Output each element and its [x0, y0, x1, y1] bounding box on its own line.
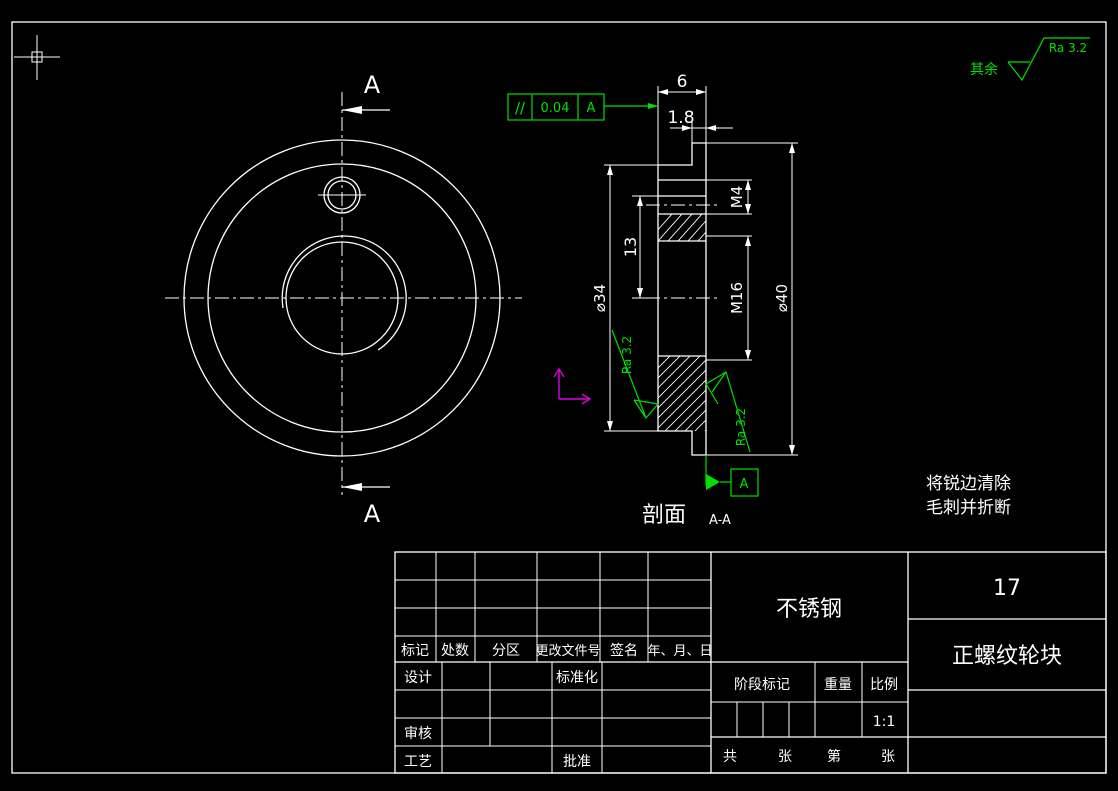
rev-header-zone: 分区: [492, 643, 520, 659]
dim-m4-label: M4: [728, 186, 746, 209]
scale-label: 比例: [870, 677, 898, 693]
rev-header-date: 年、月、日: [647, 644, 712, 659]
stage-mark-label: 阶段标记: [734, 677, 790, 693]
design-label: 设计: [404, 670, 432, 686]
material-label: 不锈钢: [776, 597, 842, 622]
section-mark-top: A: [364, 71, 381, 99]
dim-m16-label: M16: [728, 282, 746, 314]
scale-value: 1:1: [873, 714, 896, 730]
rev-header-mark: 标记: [401, 643, 429, 659]
section-mark-bottom: A: [364, 500, 381, 528]
dim-width-label: 6: [677, 72, 688, 92]
tolerance-frame[interactable]: // 0.04 A: [507, 93, 658, 121]
front-view: [165, 92, 522, 495]
ucs-icon: [553, 367, 592, 405]
section-arrow-bottom: A: [342, 483, 390, 528]
rev-header-doc: 更改文件号: [535, 644, 600, 659]
weight-label: 重量: [824, 677, 852, 693]
dimension-lines: [604, 86, 798, 456]
dim-dia34-label: ⌀34: [591, 284, 609, 312]
roughness-rest-prefix: 其余: [970, 61, 998, 78]
standardize-label: 标准化: [556, 670, 598, 686]
roughness-rest-symbol: 其余 Ra 3.2: [970, 37, 1090, 82]
dim-step-label: 1.8: [667, 108, 694, 128]
drawing-number: 17: [993, 576, 1021, 601]
sheet-unit-label-1: 张: [778, 749, 792, 765]
review-label: 审核: [404, 726, 432, 742]
roughness-symbol-right: Ra 3.2: [705, 371, 751, 453]
parallelism-icon: //: [515, 99, 526, 117]
datum-marker[interactable]: A: [705, 455, 759, 497]
roughness-right-label: Ra 3.2: [734, 408, 748, 446]
roughness-rest-value: Ra 3.2: [1049, 41, 1087, 55]
sheet-unit-label-2: 张: [881, 749, 895, 765]
rev-header-count: 处数: [441, 643, 469, 659]
dim-dia40-label: ⌀40: [773, 284, 791, 312]
datum-label: A: [740, 477, 749, 492]
tolerance-datum: A: [587, 101, 596, 116]
part-name: 正螺纹轮块: [952, 644, 1062, 669]
roughness-symbol-left: Ra 3.2: [611, 329, 659, 420]
section-caption-title: 剖面: [642, 503, 686, 528]
crosshair-cursor-icon[interactable]: [14, 35, 60, 80]
rev-header-sign: 签名: [610, 642, 638, 659]
sheet-index-label: 第: [827, 748, 841, 765]
tolerance-value: 0.04: [541, 101, 570, 116]
section-caption-view: A-A: [709, 513, 731, 528]
dim-13-label: 13: [621, 237, 640, 257]
roughness-left-label: Ra 3.2: [620, 336, 634, 374]
section-arrow-top: A: [342, 71, 390, 114]
note-line-1: 将锐边清除: [926, 474, 1011, 494]
process-label: 工艺: [404, 754, 432, 770]
approve-label: 批准: [563, 754, 591, 770]
sheet-total-label: 共: [723, 749, 737, 765]
title-block: [394, 551, 1107, 774]
note-line-2: 毛刺并折断: [926, 498, 1011, 518]
